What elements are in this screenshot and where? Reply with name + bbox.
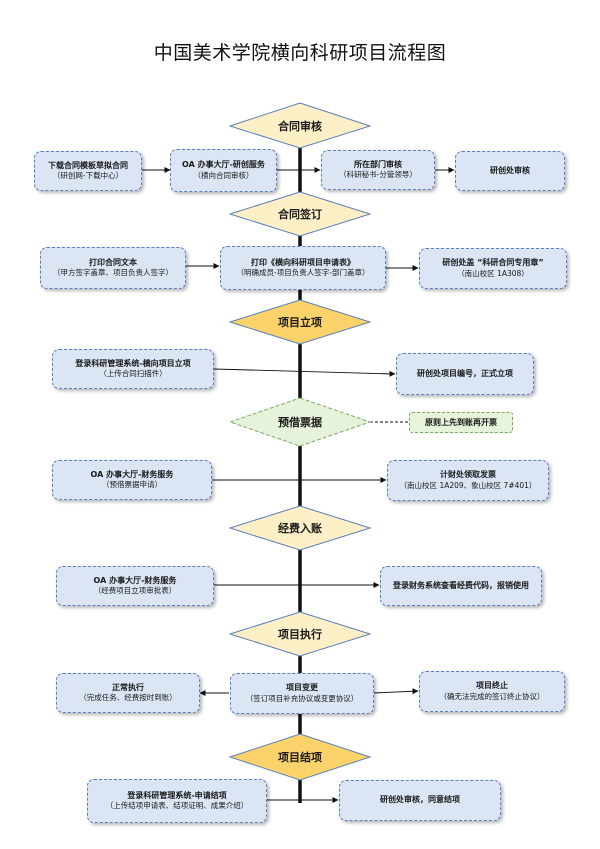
box-project-numbering: 研创处项目编号，正式立项 <box>396 353 534 395</box>
box-subtitle: （南山校区 1A209、象山校区 7#401） <box>399 480 537 490</box>
connectors <box>142 167 455 803</box>
diamond-funds-arrival <box>228 505 372 551</box>
box-subtitle: （上传合同扫描件） <box>99 369 167 379</box>
box-contract-seal: 研创处盖 “科研合同专用章” （南山校区 1A308） <box>419 248 567 289</box>
box-subtitle: （确无法完成的签订终止协议） <box>439 691 545 701</box>
page-title: 中国美术学院横向科研项目流程图 <box>153 42 447 64</box>
box-download-template: 下载合同模板草拟合同 （研创网-下载中心） <box>34 151 142 191</box>
box-subtitle: （横向合同审核） <box>193 170 254 180</box>
box-title: 打印《横向科研项目申请表》 <box>251 257 355 267</box>
box-title: 研创处审核，同意结项 <box>380 795 460 805</box>
box-finance-system: 登录财务系统查看经费代码，报销使用 <box>380 566 542 606</box>
box-title: 项目变更 <box>286 683 318 693</box>
box-subtitle: （上传结项申请表、结项证明、成果介绍） <box>105 801 249 811</box>
diamond-label-project-execution: 项目执行 <box>278 628 322 641</box>
box-subtitle: （预借票据申请） <box>102 480 162 490</box>
diamond-label-advance-invoice: 预借票据 <box>278 416 322 429</box>
box-oa-finance-funding: OA 办事大厅-财务服务 （经费项目立项审批表） <box>56 566 214 606</box>
diamond-label-funds-arrival: 经费入账 <box>278 522 322 535</box>
box-title: 研创处项目编号，正式立项 <box>417 368 513 378</box>
diamond-project-closure <box>228 733 372 781</box>
box-title: 研创处审核 <box>490 165 530 175</box>
box-title: 正常执行 <box>112 682 144 692</box>
box-oa-finance-invoice: OA 办事大厅-财务服务 （预借票据申请） <box>52 460 212 500</box>
box-subtitle: （科研秘书-分管领导） <box>339 170 417 180</box>
box-subtitle: （完成任务、经费按时到账） <box>79 693 177 703</box>
diamond-label-project-closure: 项目结项 <box>278 751 322 764</box>
box-department-review: 所在部门审核 （科研秘书-分管领导） <box>321 150 435 190</box>
diamond-project-approval <box>228 299 372 345</box>
diamond-contract-review <box>228 102 372 149</box>
box-title: OA 办事大厅-研创服务 <box>182 160 265 170</box>
box-research-system-approval: 登录科研管理系统-横向项目立项 （上传合同扫描件） <box>52 349 214 389</box>
diamond-contract-signing <box>228 191 372 237</box>
diamond-label-project-approval: 项目立项 <box>278 316 322 329</box>
diamond-project-execution <box>228 611 372 657</box>
box-subtitle: （南山校区 1A308） <box>457 268 529 278</box>
box-normal-execution: 正常执行 （完成任务、经费按时到账） <box>56 673 200 713</box>
note-invoice-principle: 原则上先到账再开票 <box>409 412 513 433</box>
box-title: OA 办事大厅-财务服务 <box>90 469 174 479</box>
diamond-advance-invoice <box>228 397 372 447</box>
diamond-label-contract-signing: 合同签订 <box>278 208 322 221</box>
box-collect-invoice: 计财处领取发票 （南山校区 1A209、象山校区 7#401） <box>387 460 549 501</box>
box-title: 登录财务系统查看经费代码，报销使用 <box>393 580 529 590</box>
box-subtitle: （经费项目立项审批表） <box>93 586 177 596</box>
box-print-contract: 打印合同文本 （甲方签字盖章、项目负责人签字） <box>40 247 186 289</box>
box-print-application-form: 打印《横向科研项目申请表》 （明确成员-项目负责人签字-部门盖章） <box>220 246 386 290</box>
box-title: 计财处领取发票 <box>440 470 496 480</box>
box-apply-closure: 登录科研管理系统-申请结项 （上传结项申请表、结项证明、成果介绍） <box>87 779 267 823</box>
diamond-label-contract-review: 合同审核 <box>278 120 322 133</box>
box-title: 登录科研管理系统-横向项目立项 <box>75 358 191 368</box>
box-oa-research-service: OA 办事大厅-研创服务 （横向合同审核） <box>170 149 277 192</box>
box-subtitle: （签订项目补充协议或变更协议） <box>245 693 359 703</box>
box-title: 项目终止 <box>476 681 508 691</box>
box-title: 下载合同模板草拟合同 <box>48 160 128 170</box>
box-title: 打印合同文本 <box>89 257 137 267</box>
box-subtitle: （研创网-下载中心） <box>52 171 124 181</box>
box-title: 所在部门审核 <box>354 159 402 169</box>
box-research-office-review: 研创处审核 <box>455 151 565 191</box>
box-approve-closure: 研创处审核，同意结项 <box>339 780 501 821</box>
box-project-termination: 项目终止 （确无法完成的签订终止协议） <box>419 671 565 712</box>
box-title: 登录科研管理系统-申请结项 <box>127 790 227 800</box>
box-subtitle: （甲方签字盖章、项目负责人签字） <box>53 268 173 278</box>
box-project-change: 项目变更 （签订项目补充协议或变更协议） <box>230 673 374 714</box>
box-subtitle: （明确成员-项目负责人签字-部门盖章） <box>236 268 370 278</box>
box-title: OA 办事大厅-财务服务 <box>93 575 177 585</box>
box-title: 研创处盖 “科研合同专用章” <box>442 258 544 268</box>
